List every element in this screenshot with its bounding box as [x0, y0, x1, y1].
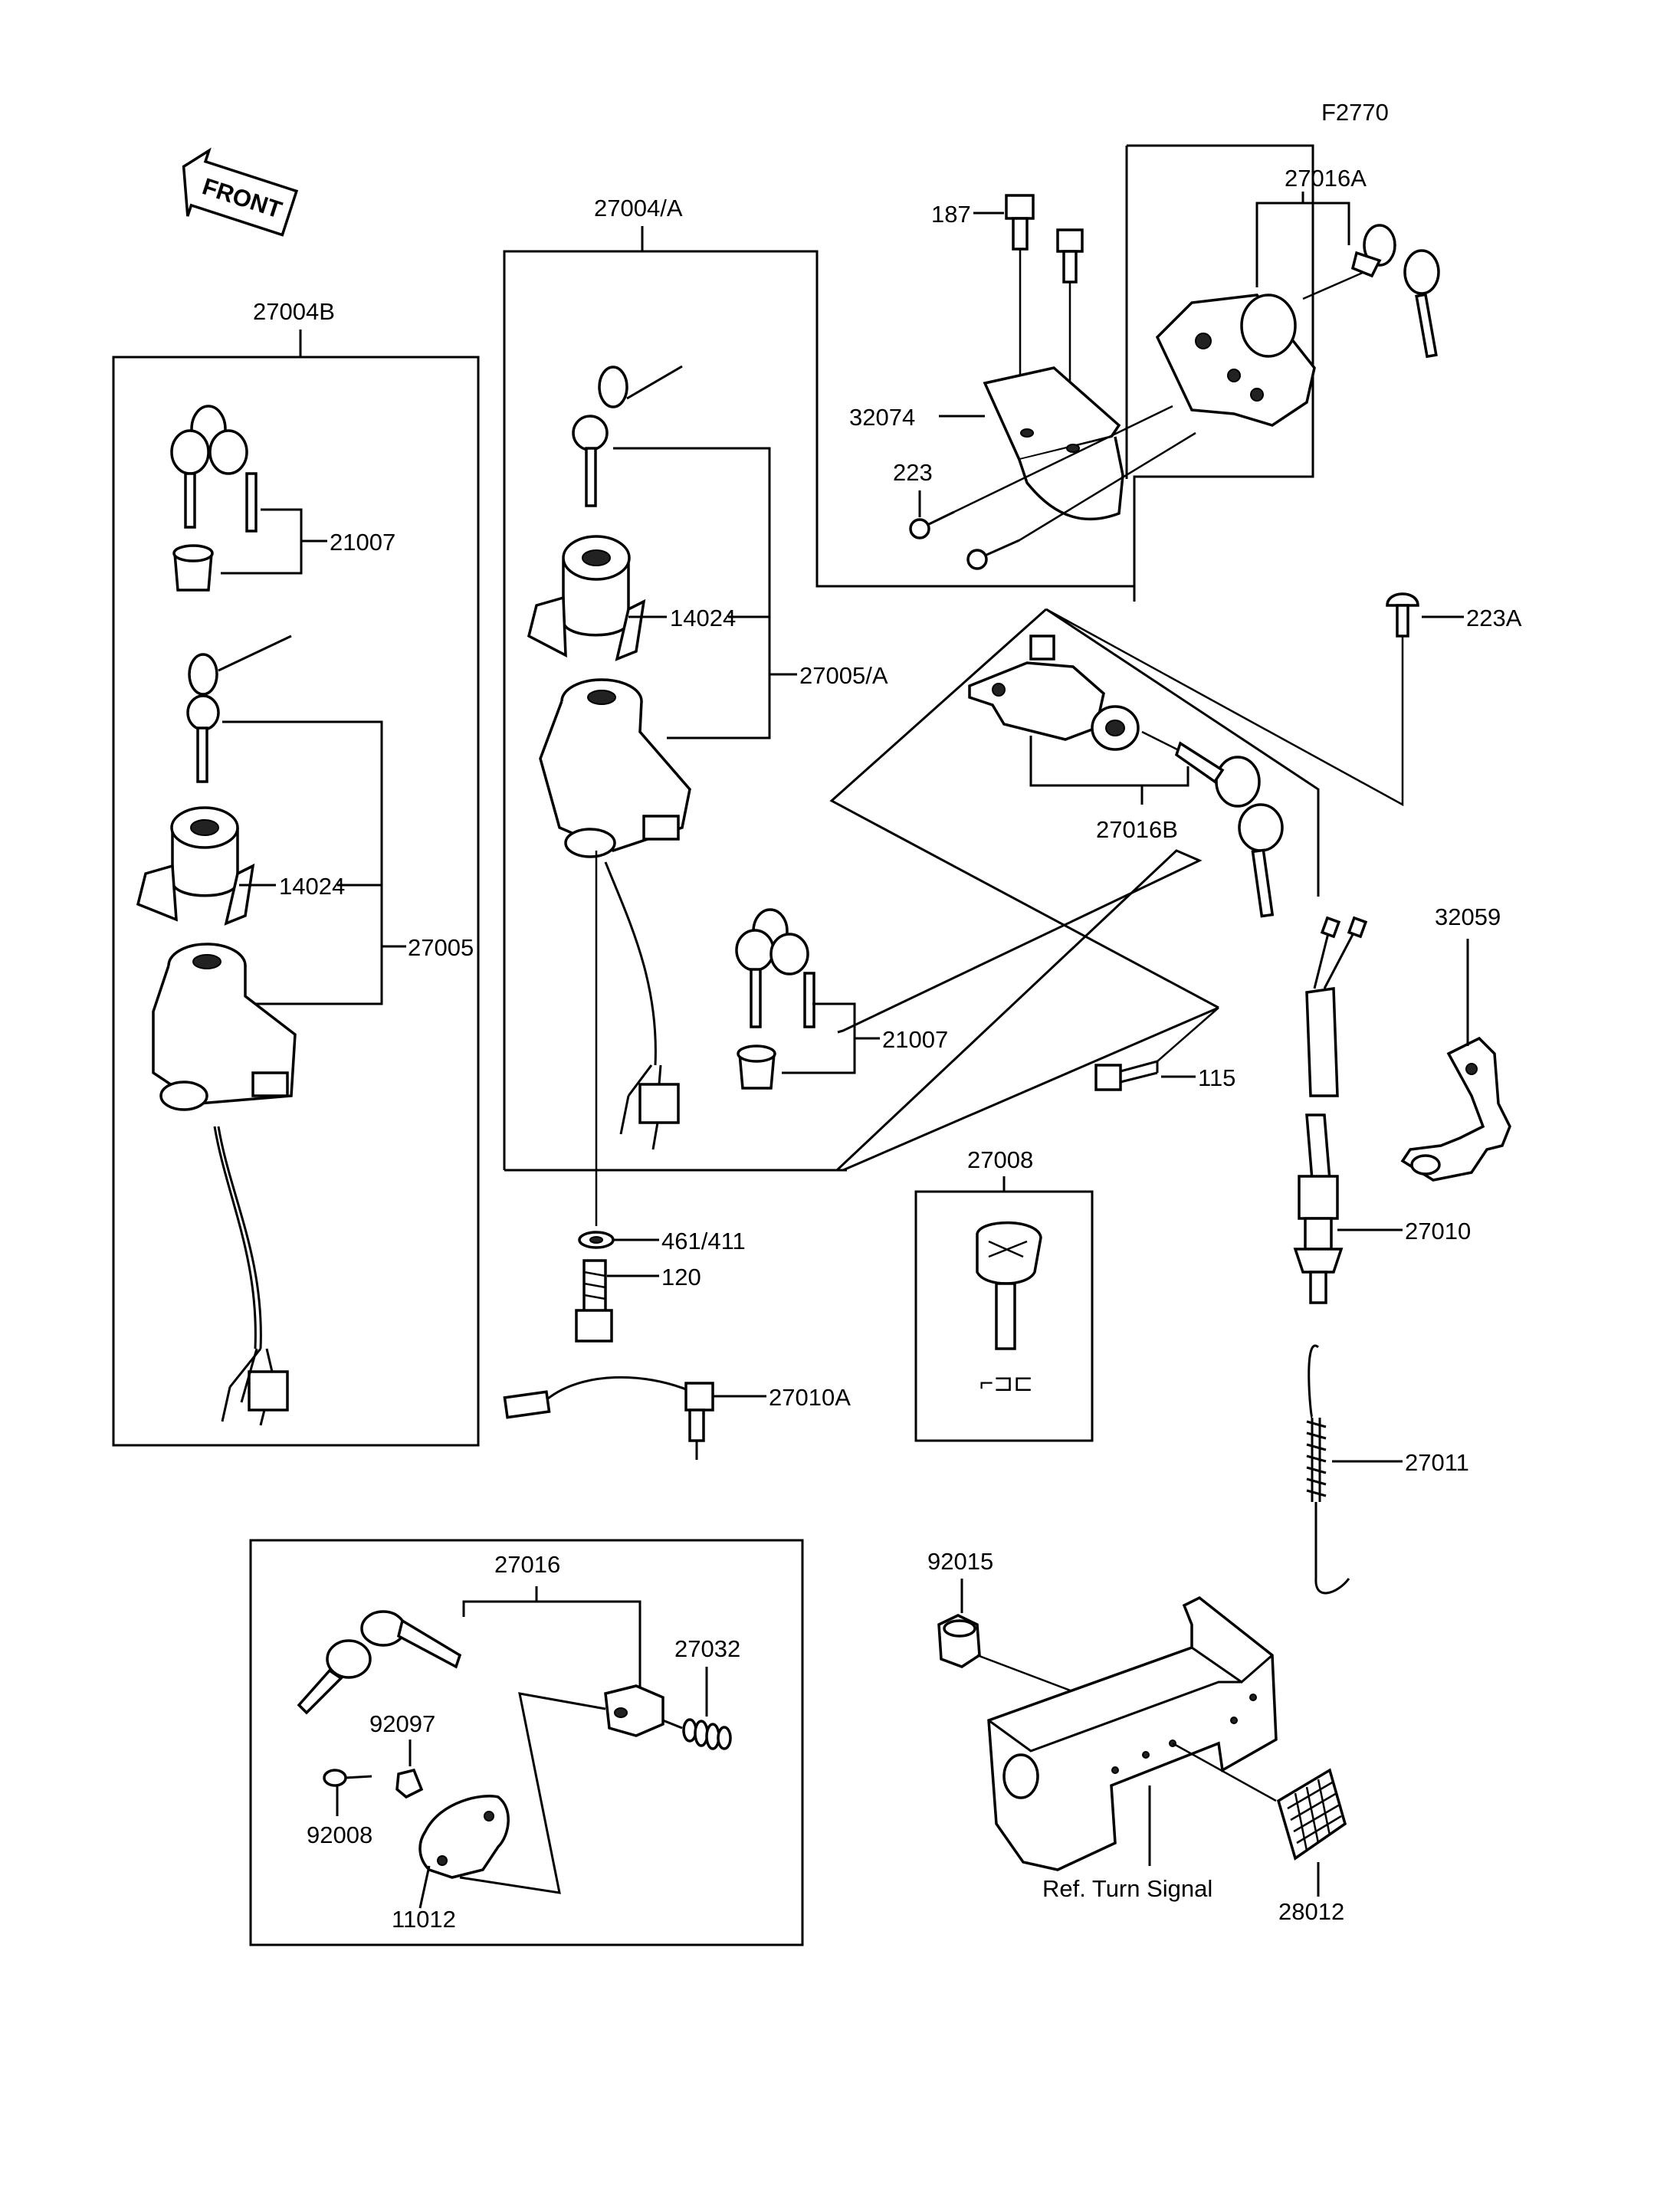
ignition-switch-icon-2	[539, 678, 691, 858]
switch-27010a-icon	[503, 1376, 714, 1460]
lock-cylinder-icon	[136, 806, 255, 926]
washer-icon	[578, 1231, 615, 1249]
label-92015: 92015	[927, 1548, 993, 1575]
key-set-icon-6	[1174, 741, 1284, 918]
plate-11012-icon	[418, 1795, 510, 1879]
connector-icon-2	[619, 1064, 680, 1150]
label-223a: 223A	[1466, 605, 1522, 631]
label-14024-left: 14024	[279, 873, 345, 900]
figure-code: F2770	[1321, 99, 1389, 126]
label-27004b: 27004B	[253, 298, 335, 325]
lock-cylinder-icon-3	[604, 1684, 664, 1737]
spring-27011-icon	[1306, 1344, 1350, 1595]
screw-92008-icon	[323, 1769, 372, 1787]
screw-223b-icon	[966, 539, 1020, 570]
label-27004a: 27004/A	[594, 195, 683, 221]
bolt-187b-icon	[1056, 228, 1084, 284]
seat-lock-icon	[1155, 293, 1316, 427]
key-set-icon-4	[735, 908, 815, 1028]
label-32074: 32074	[849, 404, 915, 431]
label-14024-mid: 14024	[670, 605, 736, 631]
label-92097: 92097	[369, 1710, 435, 1737]
front-arrow-icon: FRONT	[182, 147, 299, 237]
label-21007-mid: 21007	[882, 1026, 948, 1053]
label-27010a: 27010A	[769, 1384, 851, 1411]
nut-92097-icon	[395, 1768, 424, 1799]
label-27008: 27008	[967, 1146, 1033, 1173]
ignition-switch-icon	[152, 943, 297, 1111]
group-27016: 27016 27032 92097	[249, 1539, 804, 1946]
label-27016a: 27016A	[1285, 165, 1367, 192]
label-27032: 27032	[674, 1635, 740, 1662]
label-187: 187	[931, 201, 971, 228]
label-120: 120	[661, 1264, 701, 1290]
key-set-icon-5	[1350, 224, 1440, 359]
label-32059: 32059	[1435, 903, 1501, 930]
bracket-32074-icon	[983, 366, 1124, 521]
bolt-187-icon	[1005, 194, 1035, 251]
label-21007-left: 21007	[330, 529, 395, 556]
turn-signal-bracket-icon	[987, 1595, 1278, 1871]
label-115: 115	[1198, 1064, 1235, 1091]
label-92008: 92008	[307, 1822, 372, 1848]
group-27008: 27008 ⌐⊐⊏	[914, 1146, 1094, 1442]
label-461-411: 461/411	[661, 1228, 746, 1254]
lock-cap-icon	[172, 544, 214, 592]
switch-27010-icon	[1293, 916, 1368, 1304]
label-27005a: 27005/A	[799, 662, 888, 689]
label-27016b: 27016B	[1096, 816, 1178, 843]
group-27004a: 27004/A 27005/A 14024	[503, 195, 1219, 1172]
group-27016b: 27016B	[829, 608, 1320, 1009]
label-ref-turn-signal: Ref. Turn Signal	[1042, 1875, 1212, 1902]
key-set-icon-3	[572, 365, 683, 507]
blank-key-icon	[976, 1221, 1042, 1350]
key-set-icon	[170, 405, 258, 533]
key-code-mark: ⌐⊐⊏	[979, 1369, 1033, 1396]
label-27010: 27010	[1405, 1218, 1471, 1244]
connector-icon	[221, 1348, 289, 1426]
screw-223-icon	[909, 510, 955, 539]
key-set-icon-2	[186, 635, 292, 783]
label-27016: 27016	[494, 1551, 560, 1578]
bracket-32059-icon	[1400, 1036, 1511, 1182]
screw-223a-icon	[1386, 592, 1419, 638]
label-223: 223	[893, 459, 933, 486]
nut-92015-icon	[937, 1614, 981, 1668]
bolt-115-icon	[1094, 1060, 1159, 1091]
spring-27032-icon	[662, 1718, 732, 1750]
key-set-icon-7	[297, 1610, 462, 1715]
label-28012: 28012	[1278, 1898, 1344, 1925]
lock-cap-icon-2	[737, 1044, 776, 1090]
label-27011: 27011	[1405, 1449, 1469, 1476]
group-27016a: 187 32074 223	[815, 144, 1440, 602]
helmet-lock-icon	[968, 635, 1140, 751]
lock-cylinder-icon-2	[527, 535, 646, 661]
group-27004b: 27004B 21007 27005	[112, 298, 480, 1447]
label-11012: 11012	[392, 1906, 456, 1933]
bolt-icon	[575, 1259, 613, 1343]
label-27005: 27005	[408, 934, 474, 961]
reflector-28012-icon	[1276, 1768, 1347, 1861]
